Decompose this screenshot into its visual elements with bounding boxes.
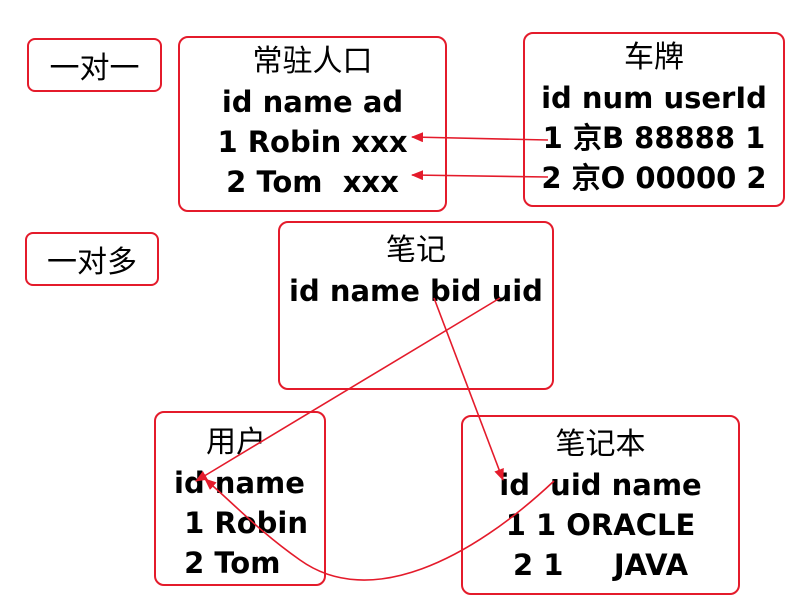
plate-table: 车牌 id num userId 1 京B 88888 1 2 京O 00000… xyxy=(523,32,785,207)
user-table-title: 用户 xyxy=(206,425,266,460)
plate-table-row: 1 京B 88888 1 xyxy=(542,121,766,155)
resident-table: 常驻人口 id name ad 1 Robin xxx 2 Tom xxx xyxy=(178,36,447,212)
resident-table-row: 1 Robin xxx xyxy=(217,125,408,159)
one-to-one-label: 一对一 xyxy=(27,38,162,92)
note-table-title: 笔记 xyxy=(386,233,446,268)
note-table-header: id name bid uid xyxy=(289,274,543,308)
notebook-table-row: 1 1 ORACLE xyxy=(505,508,696,542)
one-to-one-text: 一对一 xyxy=(49,51,140,86)
one-to-many-label: 一对多 xyxy=(25,232,159,286)
note-table: 笔记 id name bid uid xyxy=(278,221,554,390)
user-table: 用户 id name 1 Robin 2 Tom xyxy=(154,411,326,586)
resident-table-header: id name ad xyxy=(221,85,404,119)
notebook-table-header: id uid name xyxy=(499,468,702,502)
resident-table-title: 常驻人口 xyxy=(252,44,373,79)
user-table-row: 1 Robin xyxy=(174,506,308,540)
plate-table-header: id num userId xyxy=(541,81,767,115)
plate-table-row: 2 京O 00000 2 xyxy=(541,161,767,195)
notebook-table: 笔记本 id uid name 1 1 ORACLE 2 1 JAVA xyxy=(461,415,740,595)
resident-table-row: 2 Tom xxx xyxy=(226,165,399,199)
user-table-header: id name xyxy=(174,466,305,500)
notebook-table-row: 2 1 JAVA xyxy=(512,548,689,582)
user-table-row: 2 Tom xyxy=(174,546,281,580)
notebook-table-title: 笔记本 xyxy=(555,427,646,462)
plate-table-title: 车牌 xyxy=(624,40,684,75)
one-to-many-text: 一对多 xyxy=(47,245,137,280)
